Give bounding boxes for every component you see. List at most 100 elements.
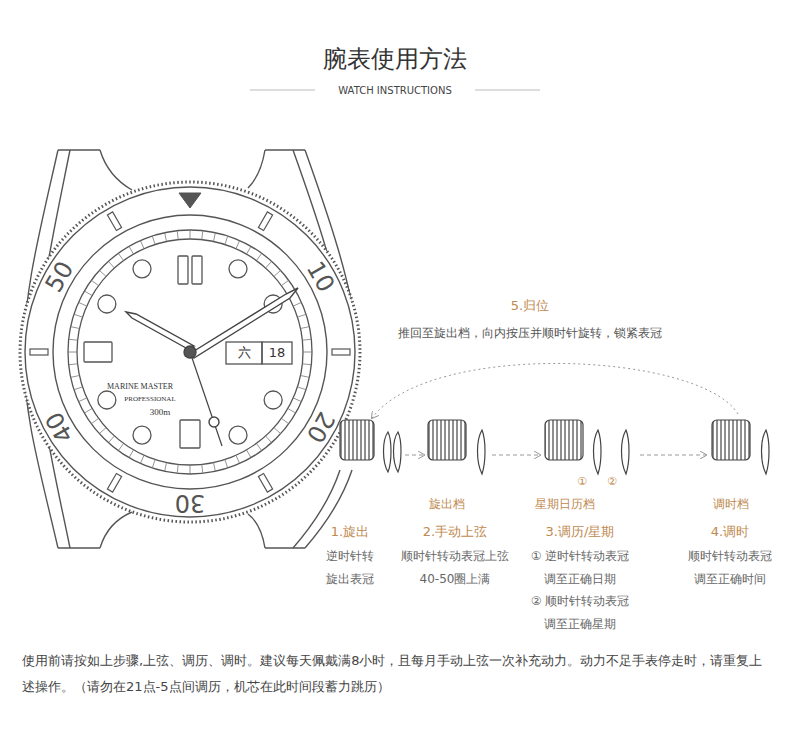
step-title: 2.手动上弦 [423,524,487,541]
minute-track [68,230,312,474]
position-name: 调时档 [713,497,749,513]
minute-tick [152,459,155,468]
minute-tick [256,443,261,450]
minute-tick [177,231,179,240]
minute-tick [129,450,134,458]
usage-note: 使用前请按如上步骤,上弦、调历、调时。建议每天佩戴满8小时，且每月手动上弦一次补… [22,648,768,700]
minute-tick [79,302,87,306]
subtitle: WATCH INSTRUCTIONS [338,84,452,97]
position-name: 星期日历档 [535,497,595,513]
minute-tick [201,464,203,473]
minute-tick [68,352,77,353]
minute-tick [108,436,114,443]
minute-tick [91,280,98,285]
minute-tick [129,246,134,254]
minute-tick [293,398,301,402]
dial-brand: MARINE MASTER [107,382,173,392]
dial-depth: 300m [150,407,171,419]
hour-dot [133,260,151,278]
minute-tick [99,428,106,434]
minute-tick [225,459,228,468]
minute-tick [247,450,252,458]
bezel-tick [30,349,48,355]
step-note: 推回至旋出档，向内按压并顺时针旋转，锁紧表冠 [398,326,662,342]
position-name: 旋出档 [429,497,465,513]
dial-model: PROFESSIONAL [124,395,175,404]
minute-tick [302,339,311,341]
minute-tick [74,314,83,317]
minute-tick [190,465,191,474]
minute-tick [302,363,311,365]
minute-tick [190,230,191,239]
step-note: 顺时针转动表冠上弦 40-50圈上满 [395,545,515,591]
minute-tick [256,253,261,260]
minute-tick [213,233,215,242]
minute-tick [74,387,83,390]
minute-tick [274,428,281,434]
minute-tick [108,261,114,268]
step-title: 1.旋出 [331,524,369,541]
minute-tick [84,291,92,296]
minute-tick [293,302,301,306]
date-weekday: 六 [238,345,251,362]
watch-hands [126,288,298,446]
minute-tick [69,339,78,341]
minute-tick [297,314,306,317]
minute-tick [288,409,296,414]
step-arrows [372,363,738,455]
dial [68,230,312,474]
bezel-tick [258,212,272,231]
minute-tick [177,464,179,473]
minute-tick [165,233,167,242]
hour-dot [133,426,151,444]
hour-dot [98,391,116,409]
minute-tick [274,270,281,276]
crown-positions [428,420,769,474]
step-note: 逆时针转 旋出表冠 [319,545,381,591]
callout-number: ② [607,475,617,489]
minute-tick [301,375,310,377]
hour-dot [229,426,247,444]
date-day: 18 [269,345,286,362]
minute-tick [303,352,312,353]
hour-dot [229,260,247,278]
bezel [20,182,360,522]
bezel-ticks [30,212,350,492]
step-note: 顺时针转动表冠 调至正确时间 [682,545,778,591]
minute-tick [152,236,155,245]
callout-number: ① [577,475,587,489]
minute-tick [79,398,87,402]
hour-dot [264,391,282,409]
minute-tick [266,261,272,268]
crown [340,420,401,472]
minute-tick [247,246,252,254]
minute-tick [281,418,288,423]
step-title: 5.归位 [511,298,549,315]
minute-tick [236,455,240,463]
minute-tick [71,327,80,329]
step-note: ① 逆时针转动表冠 调至正确日期 [524,545,636,591]
step-title: 4.调时 [711,524,749,541]
page-title: 腕表使用方法 [323,44,467,75]
bezel-tick [258,473,272,492]
bezel-tick [332,349,350,355]
minute-tick [236,241,240,249]
minute-tick [71,375,80,377]
bezel-tick [107,473,121,492]
minute-tick [165,463,167,472]
step-note: ② 顺时针转动表冠 调至正确星期 [524,590,636,636]
hour-dot [98,295,116,313]
hour-markers [98,260,282,444]
minute-tick [118,443,123,450]
minute-tick [140,455,144,463]
minute-tick [301,327,310,329]
minute-tick [118,253,123,260]
minute-tick [140,241,144,249]
minute-tick [84,409,92,414]
minute-tick [281,280,288,285]
minute-tick [201,231,203,240]
minute-tick [297,387,306,390]
step-title: 3.调历/星期 [546,524,615,541]
